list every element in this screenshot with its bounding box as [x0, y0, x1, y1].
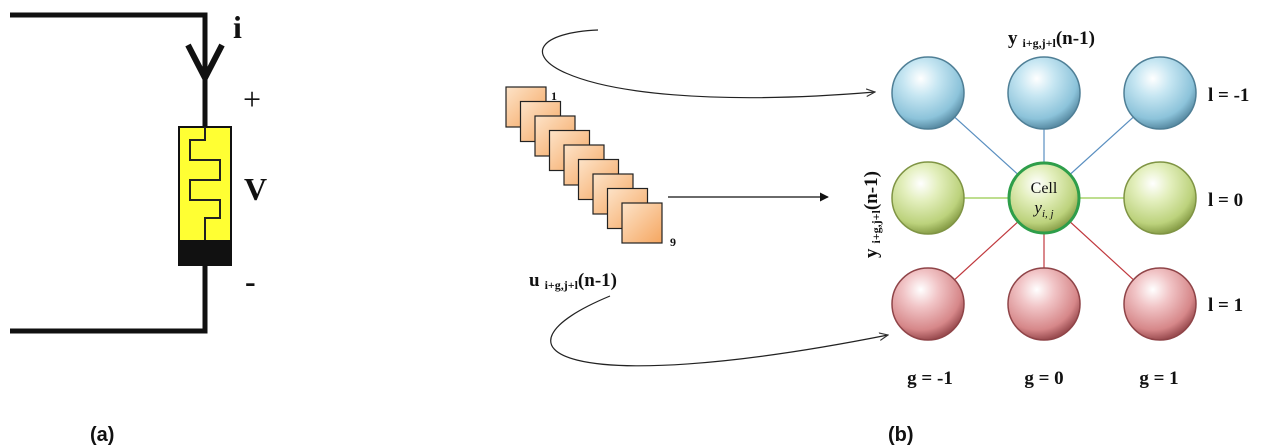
panel-b-caption: (b) — [888, 424, 914, 446]
memristor-circuit-panel: i + V - (a) — [10, 9, 267, 446]
stack-last-index: 9 — [670, 235, 676, 249]
bottom-curved-arrow — [550, 295, 888, 367]
sphere-middle-right — [1123, 161, 1197, 235]
panel-a-caption: (a) — [90, 424, 114, 446]
col-label-center: g = 0 — [1024, 368, 1063, 389]
current-label: i — [233, 9, 242, 45]
sphere-top-right — [1123, 56, 1197, 130]
neighbour-spheres — [891, 56, 1197, 341]
plus-label: + — [243, 81, 261, 117]
sphere-bottom-right — [1123, 267, 1197, 341]
memristor-terminal-band — [178, 240, 232, 266]
sphere-top-center — [1007, 56, 1081, 130]
row-label-bottom: l = 1 — [1208, 295, 1243, 316]
stack-first-index: 1 — [551, 89, 557, 103]
side-output-label: yi+g,j+l(n-1) — [861, 171, 883, 258]
current-arrow-icon — [185, 43, 225, 85]
bottom-wire — [10, 265, 208, 334]
minus-label: - — [245, 263, 256, 299]
memristor-zigzag-icon — [189, 127, 221, 240]
center-cell — [1007, 161, 1081, 235]
sphere-bottom-left — [891, 267, 965, 341]
sphere-middle-left — [891, 161, 965, 235]
sphere-top-left — [891, 56, 965, 130]
top-wire — [10, 12, 208, 160]
col-label-right: g = 1 — [1139, 368, 1178, 389]
voltage-label: V — [244, 171, 267, 207]
col-label-left: g = -1 — [907, 368, 953, 389]
input-stack — [505, 86, 663, 244]
top-curved-arrow — [541, 29, 875, 99]
sphere-bottom-center — [1007, 267, 1081, 341]
input-square-9 — [621, 202, 663, 244]
row-label-middle: l = 0 — [1208, 190, 1243, 211]
center-cell-label: Cell — [1031, 180, 1058, 197]
row-label-top: l = -1 — [1208, 85, 1249, 106]
center-cell-symbol: yi, j — [1032, 198, 1053, 220]
